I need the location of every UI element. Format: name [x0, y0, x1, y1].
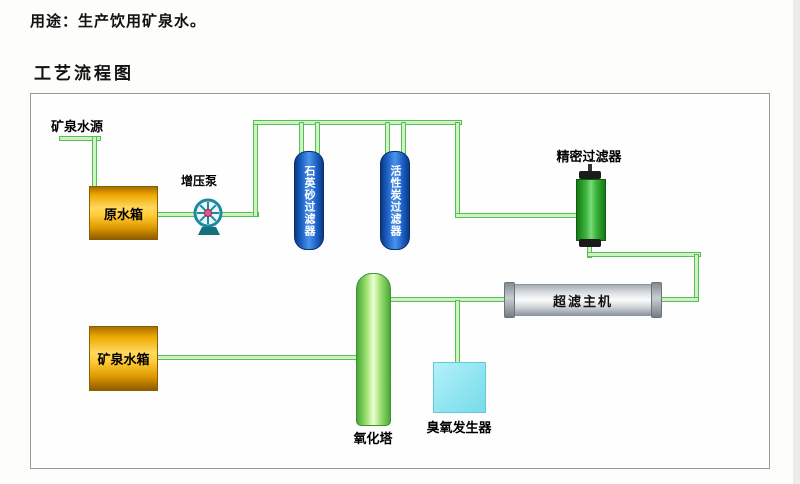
ultrafiltration-unit-label: 超滤主机 [552, 294, 613, 310]
quartz-sand-filter-label: 石英砂过滤器 [303, 164, 316, 237]
source-label: 矿泉水源 [51, 120, 104, 135]
pipe-segment [156, 355, 361, 360]
pipe-segment [385, 122, 390, 154]
pipe-segment [92, 136, 97, 190]
process-flow-diagram: 矿泉水源 原水箱 增压泵 石英砂过滤器 活性炭过滤器 精密过滤器 [30, 93, 770, 469]
pipe-segment [253, 120, 258, 217]
pipe-segment [315, 122, 320, 154]
raw-water-tank-label: 原水箱 [103, 207, 143, 223]
pipe-segment [455, 213, 579, 218]
diagram-title: 工艺流程图 [34, 64, 134, 84]
pipe-segment [587, 252, 701, 257]
quartz-sand-filter: 石英砂过滤器 [294, 151, 324, 250]
ultrafiltration-unit: 超滤主机 [504, 282, 662, 318]
pipe-segment [455, 300, 460, 364]
precision-filter-label: 精密过滤器 [556, 150, 622, 165]
uf-cap-left [504, 282, 515, 318]
scan-edge [793, 0, 800, 484]
precision-filter-stub [588, 164, 592, 172]
mineral-water-tank: 矿泉水箱 [89, 326, 158, 391]
ozone-generator [433, 362, 486, 413]
precision-filter [576, 179, 606, 241]
pipe-segment [694, 254, 699, 302]
pump-icon [193, 198, 223, 228]
oxidation-tower [356, 273, 391, 426]
ozone-generator-label: 臭氧发生器 [426, 421, 492, 436]
activated-carbon-filter-label: 活性炭过滤器 [389, 164, 402, 237]
precision-filter-cap-bottom [579, 239, 601, 247]
raw-water-tank: 原水箱 [89, 186, 158, 240]
pump-stand [198, 227, 220, 235]
pipe-segment [401, 122, 406, 154]
pipe-segment [299, 122, 304, 154]
mineral-water-tank-label: 矿泉水箱 [97, 353, 150, 368]
pipe-segment [253, 120, 462, 125]
pipe-segment [388, 297, 510, 302]
activated-carbon-filter: 活性炭过滤器 [380, 151, 410, 250]
oxidation-tower-label: 氧化塔 [353, 432, 393, 447]
uf-cap-right [651, 282, 662, 318]
pipe-segment [455, 122, 460, 217]
usage-text: 用途：生产饮用矿泉水。 [30, 12, 207, 30]
pipe-segment [59, 136, 101, 141]
precision-filter-cap-top [579, 171, 601, 179]
pump-label: 增压泵 [181, 174, 218, 188]
pipe-segment [657, 297, 699, 302]
